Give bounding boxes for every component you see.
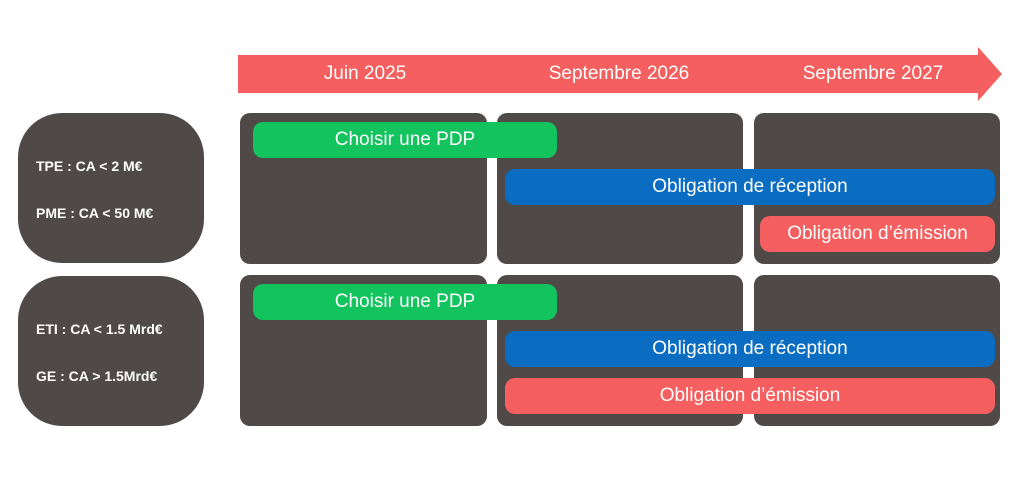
period-label-2025: Juin 2025 (323, 63, 407, 84)
bar-emission-row2: Obligation d’émission (505, 378, 995, 414)
category-label-ge: GE : CA > 1.5Mrd€ (36, 368, 158, 384)
bar-reception-row1: Obligation de réception (505, 169, 995, 205)
category-eti-ge: ETI : CA < 1.5 Mrd€ GE : CA > 1.5Mrd€ (18, 276, 204, 426)
timeline-arrow (238, 55, 980, 93)
bar-choose-pdp-row1: Choisir une PDP (253, 122, 557, 158)
period-label-2027: Septembre 2027 (802, 63, 944, 84)
category-tpe-pme: TPE : CA < 2 M€ PME : CA < 50 M€ (18, 113, 204, 263)
category-label-pme: PME : CA < 50 M€ (36, 205, 154, 221)
period-label-2026: Septembre 2026 (548, 63, 690, 84)
bar-emission-row1: Obligation d’émission (760, 216, 995, 252)
bar-choose-pdp-row2: Choisir une PDP (253, 284, 557, 320)
category-label-eti: ETI : CA < 1.5 Mrd€ (36, 321, 163, 337)
category-label-tpe: TPE : CA < 2 M€ (36, 158, 143, 174)
bar-reception-row2: Obligation de réception (505, 331, 995, 367)
timeline-arrow-head (978, 47, 1002, 101)
